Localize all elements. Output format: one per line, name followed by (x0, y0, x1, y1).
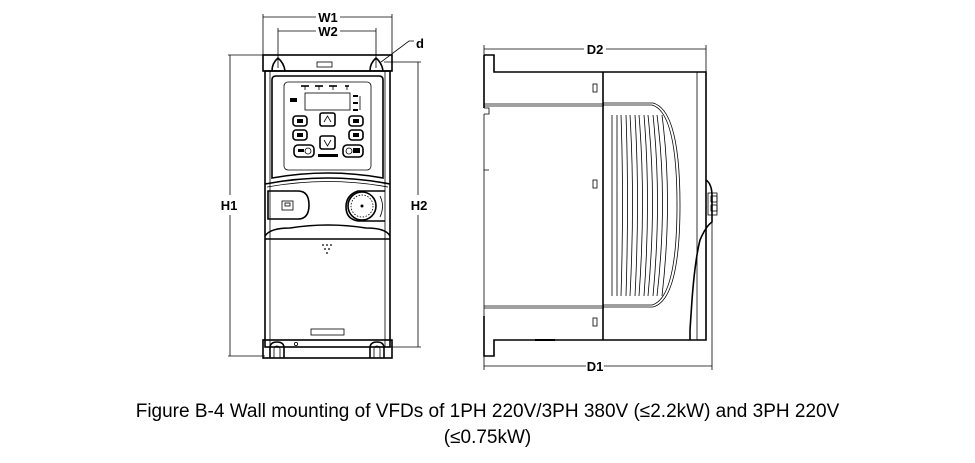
brand-logo (318, 154, 338, 157)
d-label: d (416, 36, 424, 51)
h2-label: H2 (411, 198, 428, 213)
h1-label: H1 (221, 198, 238, 213)
h2-dimension: H2 (380, 61, 428, 348)
d2-label: D2 (587, 42, 604, 57)
figure-caption-line-2: (≤0.75kW) (443, 427, 532, 448)
bottom-left-mount-slot (269, 341, 285, 358)
down-button[interactable] (319, 135, 336, 150)
side-view: D2 (483, 42, 718, 374)
side-slot-bottom (592, 317, 598, 327)
top-slot (316, 61, 333, 68)
front-cover-profile (689, 179, 713, 340)
unit-indicators (353, 95, 361, 111)
prg-button[interactable] (292, 115, 308, 127)
label-slot (310, 328, 345, 336)
w2-dimension: W2 (277, 24, 377, 68)
bottom-right-mount-slot (369, 341, 385, 358)
bottom-tab (535, 339, 555, 341)
side-body-outline (483, 54, 707, 357)
status-leds (301, 85, 349, 90)
h1-dimension: H1 (221, 54, 265, 357)
vent-grille (603, 102, 681, 308)
data-button[interactable] (348, 115, 364, 127)
quick-jog-button[interactable] (292, 129, 308, 141)
side-knob (707, 192, 718, 216)
led-display (304, 92, 351, 111)
unit-label (290, 98, 297, 102)
side-slot-top (592, 83, 598, 93)
d-leader: d (380, 36, 424, 63)
d1-label: D1 (587, 359, 604, 374)
front-view: W1 W2 d (221, 10, 428, 359)
keypad-panel (271, 75, 384, 179)
technical-drawing: W1 W2 d (221, 10, 718, 374)
run-button[interactable] (293, 144, 315, 158)
figure-caption-line-1: Figure B-4 Wall mounting of VFDs of 1PH … (135, 401, 840, 422)
stop-reset-button[interactable] (342, 144, 364, 158)
bottom-bracket (262, 339, 393, 359)
vent-dots (322, 244, 332, 254)
top-left-keyhole (271, 56, 286, 72)
w1-label: W1 (318, 10, 338, 25)
w1-dimension: W1 (262, 10, 393, 58)
potentiometer-knob[interactable] (345, 190, 385, 222)
d1-dimension: D1 (483, 222, 713, 374)
w2-label: W2 (318, 24, 338, 39)
rj45-port (267, 190, 310, 220)
side-slot-middle (592, 179, 598, 189)
up-button[interactable] (319, 112, 336, 127)
top-right-keyhole (369, 56, 384, 72)
shift-button[interactable] (348, 129, 364, 141)
d2-dimension: D2 (483, 42, 707, 72)
front-body (264, 70, 391, 348)
